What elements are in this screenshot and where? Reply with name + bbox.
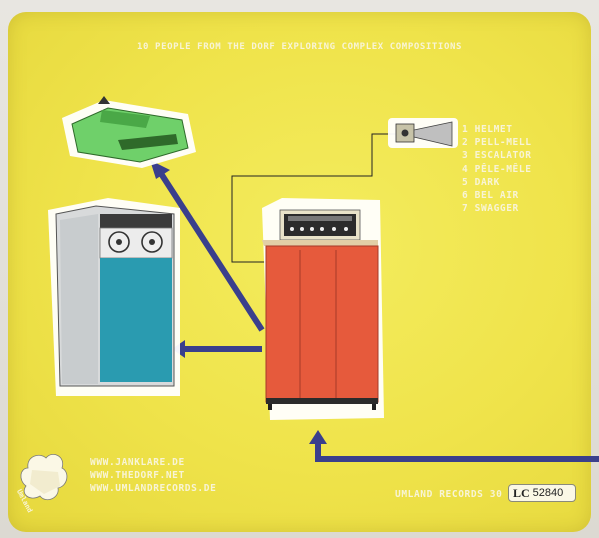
track-6: 6 Bel Air	[462, 190, 519, 202]
website-list: www.janklare.de www.thedorf.net www.umla…	[90, 456, 216, 495]
url-janklare: www.janklare.de	[90, 457, 185, 468]
track-3: 3 Escalator	[462, 150, 532, 162]
horn-cable	[231, 133, 396, 263]
cover-headline: 10 people from the dorf exploring comple…	[137, 42, 462, 52]
umland-logo	[20, 454, 68, 501]
track-4: 4 Pêle-Mêle	[462, 163, 532, 175]
arrow-to-typewriter	[157, 170, 265, 332]
horn-speaker-illustration	[388, 118, 458, 148]
label-code-box: LC 52840	[508, 484, 576, 502]
arrow-from-right-edge	[315, 442, 599, 462]
track-1: 1 Helmet	[462, 124, 513, 135]
catalog-number: Umland Records 30	[395, 489, 503, 500]
lc-prefix: LC	[513, 485, 530, 500]
track-7: 7 Swagger	[462, 203, 519, 215]
arrowhead-typewriter	[150, 160, 170, 179]
amplifier-cabinet-illustration	[262, 198, 384, 420]
url-thedorf: www.thedorf.net	[90, 470, 185, 481]
url-umlandrecords: www.umlandrecords.de	[90, 483, 217, 494]
tape-machine-illustration	[48, 198, 180, 396]
arrows	[157, 170, 599, 462]
typewriter-illustration	[62, 96, 196, 168]
tracklist: 1 Helmet 2 Pell-Mell 3 Escalator 4 Pêle-…	[462, 123, 532, 215]
lc-number: 52840	[532, 487, 564, 499]
arrowhead-up	[309, 430, 327, 444]
track-2: 2 Pell-Mell	[462, 137, 532, 149]
track-5: 5 Dark	[462, 176, 500, 188]
